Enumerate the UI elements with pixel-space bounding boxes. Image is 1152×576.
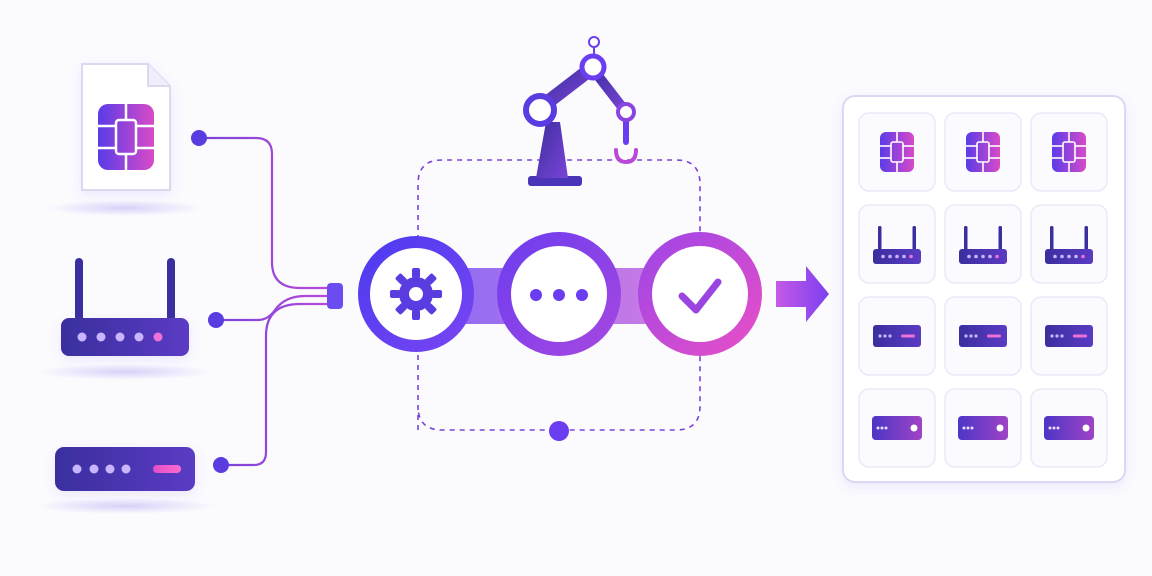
router-icon [61, 318, 189, 356]
sim-card-icon [966, 132, 1000, 172]
modem-status-pill [153, 465, 181, 473]
connector-node-sim [191, 130, 207, 146]
connector-sim [200, 136, 330, 290]
output-tile-sim-card [944, 112, 1022, 192]
connector-plug [327, 283, 343, 309]
gear-icon [390, 268, 442, 320]
output-tile-wifi-router [858, 204, 936, 284]
sim-card-corner [147, 64, 170, 87]
robotic-arm-icon [523, 36, 638, 186]
output-tile-modem-active [944, 388, 1022, 468]
floor-shadow [35, 364, 215, 380]
output-tile-modem-active [858, 388, 936, 468]
connector-node-modem [213, 457, 229, 473]
output-panel [842, 95, 1126, 483]
connector-modem [222, 302, 330, 467]
sim-chip-icon [98, 104, 154, 170]
sim-card-icon [1052, 132, 1086, 172]
input-modem [33, 447, 217, 514]
loop-node [549, 421, 569, 441]
output-tile-wifi-router [1030, 204, 1108, 284]
output-tile-modem [858, 296, 936, 376]
connector-router [217, 294, 330, 322]
floor-shadow [33, 498, 217, 514]
router-led-row [77, 332, 163, 342]
modem-icon [958, 416, 1008, 440]
modem-icon [873, 325, 921, 347]
feedback-loop [417, 159, 701, 431]
antenna-right [167, 258, 175, 326]
connector-node-router [208, 312, 224, 328]
output-tile-modem [944, 296, 1022, 376]
input-wifi-router [35, 258, 215, 380]
antenna-left [75, 258, 83, 326]
router-icon [873, 226, 921, 264]
modem-icon [1045, 325, 1093, 347]
stage-verified [638, 232, 762, 356]
input-connectors [200, 136, 330, 467]
checkmark-icon [678, 278, 722, 314]
modem-icon [959, 325, 1007, 347]
stage-configure [358, 236, 474, 352]
output-grid [842, 95, 1126, 483]
ellipsis-icon [530, 289, 588, 301]
output-tile-modem [1030, 296, 1108, 376]
output-tile-wifi-router [944, 204, 1022, 284]
modem-icon [872, 416, 922, 440]
stage-processing [497, 232, 621, 356]
router-icon [1045, 226, 1093, 264]
input-sim-card [45, 63, 205, 216]
output-tile-sim-card [1030, 112, 1108, 192]
router-icon [959, 226, 1007, 264]
sim-card-icon [880, 132, 914, 172]
output-tile-modem-active [1030, 388, 1108, 468]
floor-shadow [45, 200, 205, 216]
modem-icon [1044, 416, 1094, 440]
arrow-right-icon [776, 266, 829, 322]
output-tile-sim-card [858, 112, 936, 192]
modem-led-row [72, 464, 131, 474]
